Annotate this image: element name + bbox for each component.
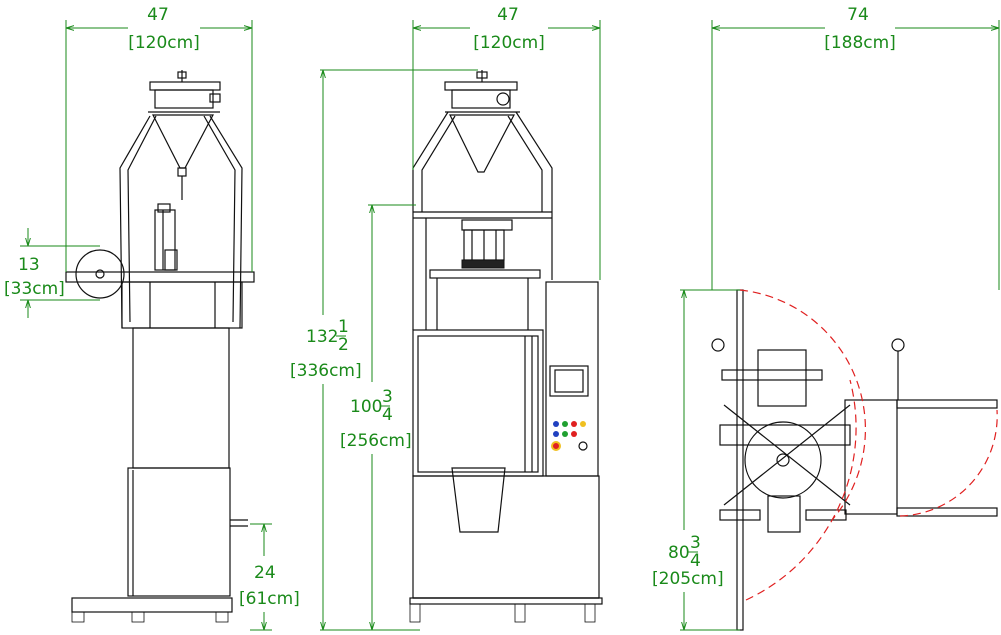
plan-depth-whole: 80 [668,543,690,563]
side-24-cm: [61cm] [239,589,300,609]
plan-depth-cm: [205cm] [652,569,724,589]
plan-view [711,289,998,631]
front-inner-den: 4 [382,405,393,425]
side-width-cm: [120cm] [128,33,200,53]
plan-depth-den: 4 [690,551,701,571]
front-inner-num: 3 [382,387,393,407]
dimension-lines [20,20,1000,631]
front-width-in: 47 [497,5,519,25]
front-inner-cm: [256cm] [340,431,412,451]
plan-depth-num: 3 [690,533,701,553]
side-13-in: 13 [18,255,40,275]
front-width-cm: [120cm] [473,33,545,53]
front-height-den: 2 [338,335,349,355]
side-24-in: 24 [254,563,276,583]
side-view [65,70,255,623]
front-view [409,70,603,623]
side-13-cm: [33cm] [4,279,65,299]
plan-width-cm: [188cm] [824,33,896,53]
plan-width-in: 74 [847,5,869,25]
front-height-num: 1 [338,317,349,337]
front-inner-whole: 100 [350,397,382,417]
side-width-in: 47 [147,5,169,25]
front-height-cm: [336cm] [290,361,362,381]
front-height-whole: 132 [306,327,338,347]
